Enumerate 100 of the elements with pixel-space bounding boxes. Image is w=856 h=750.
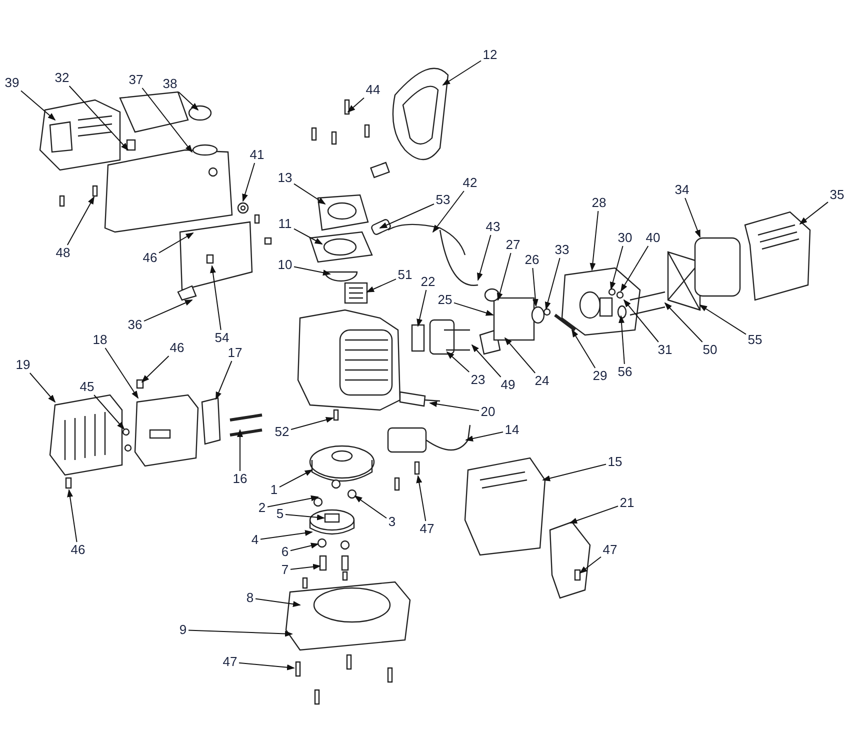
leader-line <box>590 210 599 271</box>
leader-line <box>142 88 193 153</box>
leader-line <box>255 598 301 607</box>
callout-number: 15 <box>606 455 624 469</box>
leader-line <box>416 475 426 522</box>
leader-line <box>94 394 125 430</box>
callout-number: 50 <box>702 343 718 357</box>
leader-line <box>544 258 560 310</box>
leader-line <box>237 429 243 472</box>
callout-number: 2 <box>257 501 267 515</box>
callout-number: 6 <box>280 545 290 559</box>
callout-number: 46 <box>142 251 158 265</box>
leader-line <box>454 302 494 316</box>
leader-line <box>216 360 232 400</box>
callout-number: 43 <box>484 220 502 234</box>
callout-number: 54 <box>214 331 230 345</box>
leader-line <box>267 495 319 508</box>
callout-number: 38 <box>162 77 178 91</box>
leader-line <box>290 564 321 570</box>
leader-line <box>354 495 387 519</box>
leader-line <box>68 86 129 151</box>
callout-number: 11 <box>277 217 293 231</box>
leader-line <box>141 356 170 383</box>
leader-line <box>210 265 222 330</box>
leader-line <box>67 489 78 542</box>
callout-number: 12 <box>482 48 498 62</box>
callout-number: 45 <box>78 380 96 394</box>
leader-line <box>20 90 56 121</box>
leader-line <box>285 514 325 520</box>
callout-number: 44 <box>364 83 382 97</box>
callout-number: 32 <box>54 71 70 85</box>
leader-line <box>471 344 502 378</box>
callout-number: 55 <box>746 333 764 347</box>
callout-number: 17 <box>226 346 244 360</box>
leader-line <box>242 162 256 202</box>
leader-line <box>178 92 199 111</box>
callout-number: 3 <box>387 515 397 529</box>
leader-line <box>620 246 649 292</box>
leader-line <box>260 530 313 540</box>
leader-line <box>496 252 512 301</box>
leader-line <box>465 431 504 442</box>
leader-line <box>238 662 295 670</box>
leader-line <box>442 60 482 86</box>
leader-line <box>542 464 606 482</box>
leader-line <box>579 556 602 574</box>
leader-line <box>664 302 703 342</box>
leader-line <box>446 351 470 372</box>
callout-number: 26 <box>524 253 540 267</box>
leader-line <box>623 299 659 342</box>
callout-number: 7 <box>280 563 290 577</box>
callout-number: 13 <box>276 171 294 185</box>
callout-number: 52 <box>274 425 290 439</box>
leader-line <box>571 329 596 368</box>
leader-line <box>379 204 434 228</box>
callout-number: 8 <box>245 591 255 605</box>
callout-number: 42 <box>462 176 478 190</box>
callout-number: 9 <box>178 623 188 637</box>
callout-number: 36 <box>126 318 144 332</box>
leader-line <box>290 416 334 430</box>
callout-number: 33 <box>554 243 570 257</box>
leader-line <box>569 506 618 524</box>
leader-line <box>294 228 323 244</box>
callout-number: 37 <box>128 73 144 87</box>
leader-line <box>477 234 492 281</box>
leader-line <box>416 290 427 327</box>
leader-line <box>66 196 94 246</box>
callout-number: 1 <box>269 483 279 497</box>
callout-number: 20 <box>480 405 496 419</box>
callout-number: 40 <box>644 231 662 245</box>
callout-number: 49 <box>500 378 516 392</box>
leader-line <box>532 268 538 307</box>
callout-number: 23 <box>470 373 486 387</box>
callout-number: 28 <box>590 196 608 210</box>
leader-line <box>699 304 746 335</box>
callout-number: 19 <box>14 358 32 372</box>
callout-number: 51 <box>396 268 414 282</box>
leader-line <box>429 401 480 412</box>
leader-line <box>29 372 56 403</box>
callout-number: 31 <box>656 343 674 357</box>
callout-number: 46 <box>168 341 186 355</box>
callout-number: 27 <box>504 238 522 252</box>
leader-line <box>347 97 364 113</box>
callout-number: 47 <box>418 522 436 536</box>
callout-number: 39 <box>4 76 20 90</box>
leader-line <box>618 315 625 364</box>
callout-number: 46 <box>70 543 86 557</box>
callout-number: 30 <box>616 231 634 245</box>
callout-number: 47 <box>602 543 618 557</box>
leader-line <box>158 232 194 254</box>
callout-number: 34 <box>674 183 690 197</box>
callout-number: 10 <box>276 258 294 272</box>
callout-number: 41 <box>248 148 266 162</box>
leader-line <box>432 190 464 233</box>
leader-line <box>504 337 536 374</box>
callout-number: 29 <box>592 369 608 383</box>
callout-number: 18 <box>92 333 108 347</box>
callout-number: 47 <box>222 655 238 669</box>
leader-line <box>104 348 139 399</box>
leader-line <box>799 202 828 225</box>
callout-number: 35 <box>828 188 846 202</box>
